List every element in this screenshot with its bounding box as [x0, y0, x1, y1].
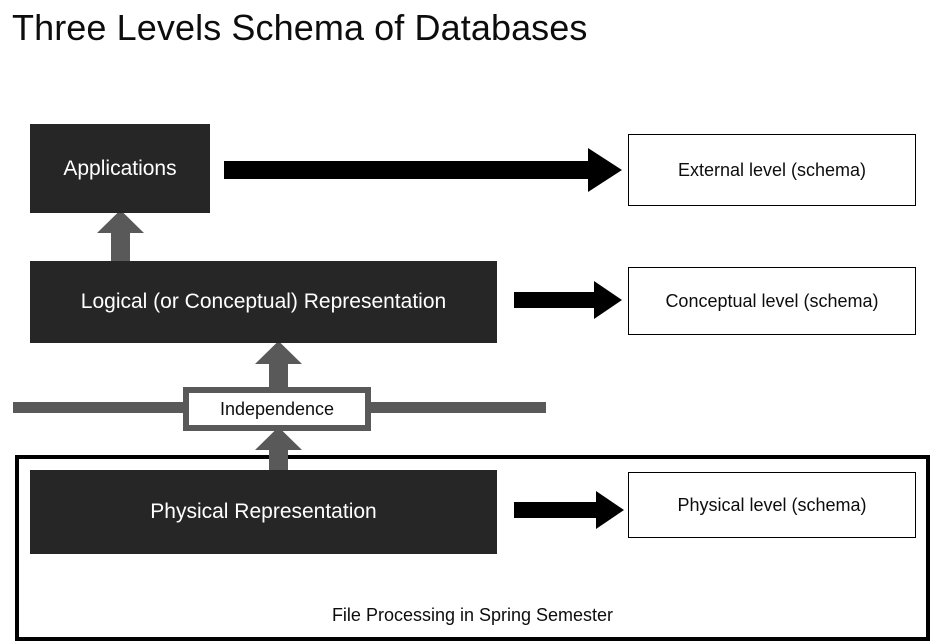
arrow-physical-to-independence-icon	[255, 427, 302, 477]
file-processing-container	[15, 455, 930, 641]
arrow-applications-to-external-icon	[224, 148, 622, 192]
file-processing-caption: File Processing in Spring Semester	[331, 605, 614, 625]
node-physical-level[interactable]: Physical level (schema)	[628, 472, 916, 538]
node-conceptual-level[interactable]: Conceptual level (schema)	[628, 267, 916, 335]
arrow-logical-to-applications-icon	[97, 210, 144, 265]
node-logical-representation[interactable]: Logical (or Conceptual) Representation	[30, 261, 497, 343]
arrow-independence-to-logical-icon	[255, 341, 302, 396]
page-title: Three Levels Schema of Databases	[12, 7, 588, 48]
arrow-physical-to-physical-level-icon	[514, 491, 624, 529]
node-external-level[interactable]: External level (schema)	[628, 134, 916, 206]
node-applications[interactable]: Applications	[30, 124, 210, 213]
node-independence[interactable]: Independence	[183, 387, 371, 431]
node-physical-representation[interactable]: Physical Representation	[30, 470, 497, 554]
arrow-logical-to-conceptual-icon	[514, 281, 622, 319]
